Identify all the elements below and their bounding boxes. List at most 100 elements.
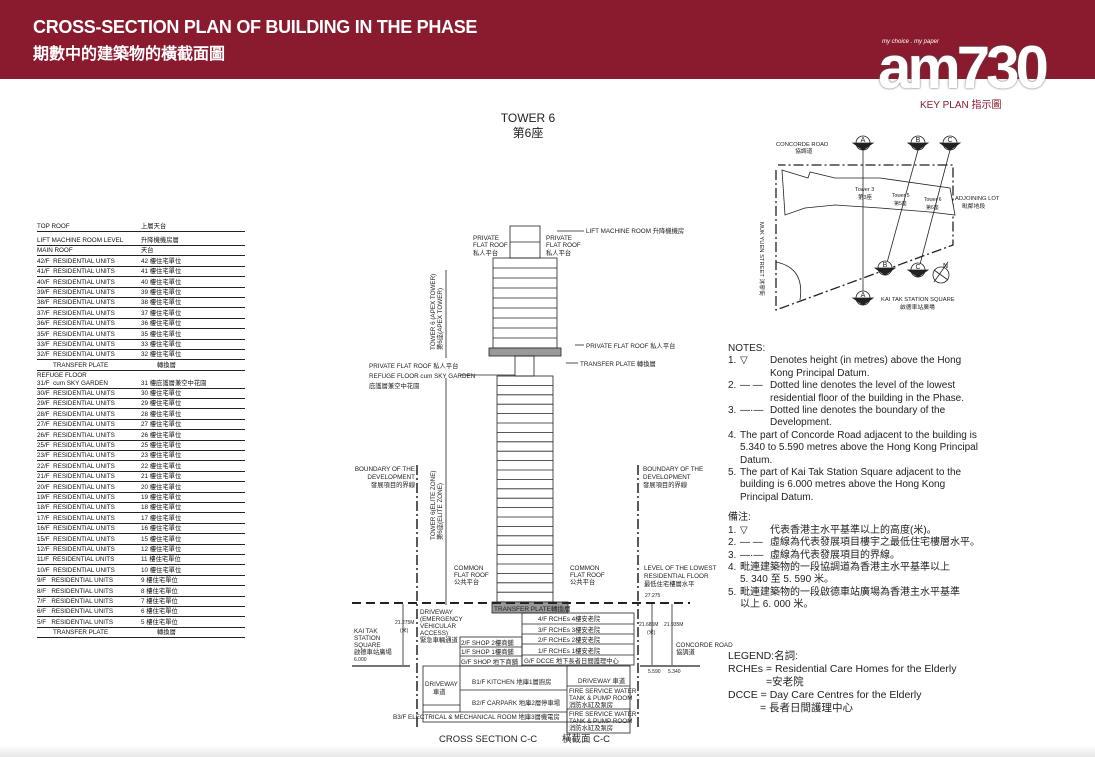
dim-right-2: 21.935M (664, 622, 683, 628)
note-number: 2. (728, 537, 737, 549)
section-marker-b: B (873, 260, 897, 276)
driveway-right: DRIVEWAY 車道 (578, 676, 626, 685)
floor-row-en: 41/F RESIDENTIAL UNITS (37, 268, 115, 276)
floor-row-en: 23/F RESIDENTIAL UNITS (37, 452, 115, 460)
note-symbol: —·— (740, 549, 764, 561)
svg-text:VEHICULAR: VEHICULAR (420, 623, 456, 630)
transfer-plate-label: TRANSFER PLATE 轉換層 (580, 359, 656, 368)
floor-row-en: 29/F RESIDENTIAL UNITS (37, 400, 115, 408)
floor-row-zh: 12 樓住宅單位 (141, 545, 182, 553)
private-flat-roof-left: PRIVATE FLAT ROOF 私人平台 (369, 361, 458, 370)
svg-text:A: A (861, 137, 866, 144)
legend-dcce-zh: = 長者日間護理中心 (760, 702, 854, 714)
floor-row-zh: 36 樓住宅單位 (141, 320, 182, 328)
lift-machine-room-label: LIFT MACHINE ROOM 升降機機房 (586, 226, 684, 235)
note-line: The part of Concorde Road adjacent to th… (740, 429, 977, 441)
note-line: residential floor of the building in the… (770, 392, 965, 404)
svg-text:FLAT ROOF: FLAT ROOF (570, 572, 605, 579)
kp-tower6-zh: 第6座 (926, 204, 939, 211)
svg-text:6.000: 6.000 (354, 657, 367, 663)
note-line: Development. (770, 417, 832, 429)
floor-row-zh: 22 樓住宅單位 (141, 462, 182, 470)
svg-text:TANK & PUMP ROOM: TANK & PUMP ROOM (569, 695, 632, 702)
notes-title-zh: 備注: (728, 512, 751, 524)
svg-text:G/F SHOP 地下商舖: G/F SHOP 地下商舖 (461, 657, 519, 666)
svg-text:私人平台: 私人平台 (473, 248, 498, 257)
floor-row-en: 10/F RESIDENTIAL UNITS (37, 566, 115, 574)
svg-text:SQUARE: SQUARE (354, 642, 381, 649)
svg-text:A: A (861, 292, 866, 299)
svg-text:1/F RCHEs 1樓安老院: 1/F RCHEs 1樓安老院 (538, 646, 601, 655)
note-item: 1.▽代表香港主水平基準以上的高度(米)。 (728, 525, 1028, 537)
header-banner: CROSS-SECTION PLAN OF BUILDING IN THE PH… (0, 0, 1095, 79)
floor-row-en: 15/F RESIDENTIAL UNITS (37, 535, 115, 543)
note-symbol: ▽ (740, 355, 748, 367)
note-number: 3. (728, 549, 737, 561)
note-line: Kong Principal Datum. (770, 367, 870, 379)
b3-room: B3/F ELECTRICAL & MECHANICAL ROOM 地庫3層機電… (393, 712, 560, 721)
svg-text:2/F SHOP 2樓商舖: 2/F SHOP 2樓商舖 (461, 638, 514, 647)
floor-row-en: 18/F RESIDENTIAL UNITS (37, 504, 115, 512)
svg-text:PRIVATE: PRIVATE (546, 235, 572, 242)
note-line: Dotted line denotes the boundary of the (770, 405, 946, 417)
svg-text:27.275: 27.275 (645, 593, 661, 599)
concorde-level-1: 5.590 (648, 669, 661, 675)
svg-text:緊急車輛通道: 緊急車輛通道 (420, 635, 458, 644)
concorde-label: CONCORDE ROAD (676, 642, 733, 649)
note-item: 3.—·—Dotted line denotes the boundary of… (728, 405, 1028, 430)
driveway-left: DRIVEWAY (425, 681, 459, 688)
floor-row-zh: 28 樓住宅單位 (141, 410, 182, 418)
floor-row-zh: 39 樓住宅單位 (141, 288, 182, 296)
floor-row-en: 21/F RESIDENTIAL UNITS (37, 473, 115, 481)
svg-text:發展項目的界線: 發展項目的界線 (643, 480, 688, 489)
tower-title-zh: 第6座 (513, 125, 544, 140)
dim-left: 21.275M (395, 620, 414, 626)
tower-title: TOWER 6 (501, 111, 556, 125)
driveway-left-zh: 車道 (433, 687, 446, 696)
svg-text:最低住宅樓層水平: 最低住宅樓層水平 (644, 579, 694, 588)
floor-row-zh: 41 樓住宅單位 (141, 268, 182, 276)
floor-row-en: 37/F RESIDENTIAL UNITS (37, 309, 115, 317)
note-line: Principal Datum. (740, 491, 814, 503)
floor-row-en: 30/F RESIDENTIAL UNITS (37, 390, 115, 398)
svg-text:DEVELOPMENT: DEVELOPMENT (643, 474, 691, 481)
private-flat-roof-right-label: PRIVATE FLAT ROOF 私人平台 (546, 235, 581, 257)
floor-row-zh: 17 樓住宅單位 (141, 514, 182, 522)
note-line: 虛線為代表發展項目樓宇之最低住宅樓層水平。 (770, 537, 980, 549)
floor-row-zh: 6 樓住宅單位 (141, 608, 178, 616)
svg-text:第6座(ELITE ZONE): 第6座(ELITE ZONE) (435, 483, 444, 540)
note-line: The part of Kai Tak Station Square adjac… (740, 467, 962, 479)
note-item: 3.—·—虛線為代表發展項目的界線。 (728, 550, 1028, 562)
floor-row-en: 36/F RESIDENTIAL UNITS (37, 320, 115, 328)
note-number: 5. (728, 467, 737, 479)
note-item: 5.毗連建築物的一段啟德車站廣場為香港主水平基準以上 6. 000 米。 (728, 587, 1028, 612)
common-flat-roof-left: COMMON FLAT ROOF 公共平台 (454, 565, 489, 586)
svg-text:3/F RCHEs 3樓安老院: 3/F RCHEs 3樓安老院 (538, 625, 601, 634)
notes: NOTES: 1.▽Denotes height (in metres) abo… (728, 343, 1028, 612)
floor-row-zh: 15 樓住宅單位 (141, 535, 182, 543)
kp-kai-tak-square: KAI TAK STATION SQUARE (881, 297, 955, 303)
floor-row-zh: 42 樓住宅單位 (141, 257, 182, 265)
rches-labels: 4/F RCHEs 4樓安老院 3/F RCHEs 3樓安老院 2/F RCHE… (524, 614, 620, 665)
note-line: 毗連建築物的一段協調道為香港主水平基準以上 (740, 561, 950, 573)
legend-title: LEGEND:名詞: (728, 650, 799, 662)
floor-row-en: 16/F RESIDENTIAL UNITS (37, 525, 115, 533)
section-marker-b: B (906, 135, 930, 151)
apex-tower-label: TOWER 6 (APEX TOWER) 第6座(APEX TOWER) (430, 274, 444, 350)
page-title-zh: 期數中的建築物的橫截面圖 (33, 46, 226, 63)
floor-row-en: TRANSFER PLATE (53, 629, 109, 637)
floor-row-en: 9/F RESIDENTIAL UNITS (37, 577, 114, 585)
floor-row-en: 7/F RESIDENTIAL UNITS (37, 597, 114, 605)
